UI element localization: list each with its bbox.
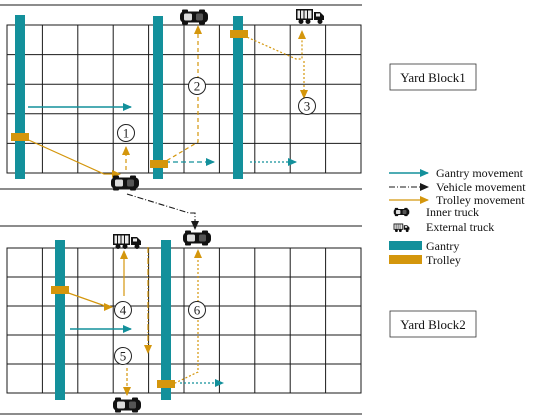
step-circle: 4 bbox=[114, 301, 132, 319]
legend-trolley-swatch bbox=[389, 255, 422, 264]
trucks bbox=[111, 8, 325, 413]
step-circle: 1 bbox=[117, 124, 135, 142]
yard-block2-grid bbox=[6, 247, 362, 394]
trolley-movement-arrow bbox=[59, 289, 113, 311]
legend-vehicle-movement-label: Vehicle movement bbox=[436, 180, 526, 194]
yard-block2-label: Yard Block2 bbox=[400, 317, 466, 332]
trolleys bbox=[11, 30, 248, 388]
road-lines bbox=[0, 4, 362, 415]
svg-text:3: 3 bbox=[304, 99, 311, 114]
trolley-movement-arrow bbox=[21, 136, 121, 178]
inner-truck-icon bbox=[183, 230, 211, 246]
legend-trolley-movement-label: Trolley movement bbox=[436, 193, 525, 207]
block1-movements bbox=[21, 25, 308, 178]
gantries bbox=[15, 15, 243, 400]
svg-text:4: 4 bbox=[120, 303, 127, 318]
inner-truck-icon bbox=[393, 207, 410, 217]
step-markers: 1 2 3 4 5 6 bbox=[114, 77, 316, 365]
legend-inner-truck-label: Inner truck bbox=[426, 205, 479, 219]
trolley-movement-arrow bbox=[170, 249, 202, 386]
trolley-movement-arrow bbox=[160, 25, 202, 165]
inner-truck-icon bbox=[111, 175, 139, 191]
external-truck-icon bbox=[393, 223, 410, 233]
legend-trolley-label: Trolley bbox=[426, 253, 461, 267]
trolley-movement-arrow bbox=[239, 30, 306, 60]
legend-gantry-swatch bbox=[389, 241, 422, 250]
step-circle: 2 bbox=[188, 77, 206, 95]
svg-text:1: 1 bbox=[123, 126, 130, 141]
gantry-bar bbox=[153, 16, 163, 179]
step-circle: 6 bbox=[188, 301, 206, 319]
yard-block1-label: Yard Block1 bbox=[400, 70, 466, 85]
trolley-block bbox=[11, 133, 29, 141]
yard-block2-label-box: Yard Block2 bbox=[389, 310, 477, 338]
external-truck-icon bbox=[112, 233, 142, 250]
svg-text:6: 6 bbox=[194, 303, 201, 318]
legend-external-truck-label: External truck bbox=[426, 220, 494, 234]
gantry-bar bbox=[233, 16, 243, 179]
gantry-bar bbox=[161, 240, 171, 400]
gantry-bar bbox=[15, 15, 25, 179]
gantry-bar bbox=[55, 240, 65, 400]
legend-gantry-movement-label: Gantry movement bbox=[436, 166, 524, 180]
trolley-block bbox=[51, 286, 69, 294]
inner-truck-icon bbox=[180, 9, 208, 25]
trolley-block bbox=[230, 30, 248, 38]
svg-text:5: 5 bbox=[120, 349, 127, 364]
step-circle: 5 bbox=[114, 347, 132, 365]
legend-gantry-label: Gantry bbox=[426, 239, 459, 253]
block2-movements bbox=[59, 247, 224, 396]
vehicle-movement-arrow bbox=[126, 193, 199, 230]
svg-text:2: 2 bbox=[194, 79, 201, 94]
trolley-block bbox=[157, 380, 175, 388]
trolley-block bbox=[150, 160, 168, 168]
legend: Gantry movement Vehicle movement Trolley… bbox=[389, 166, 526, 267]
external-truck-icon bbox=[295, 8, 325, 25]
step-circle: 3 bbox=[298, 97, 316, 115]
yard-block1-grid bbox=[6, 24, 362, 174]
inner-truck-icon bbox=[113, 397, 141, 413]
yard-block1-label-box: Yard Block1 bbox=[389, 63, 477, 91]
